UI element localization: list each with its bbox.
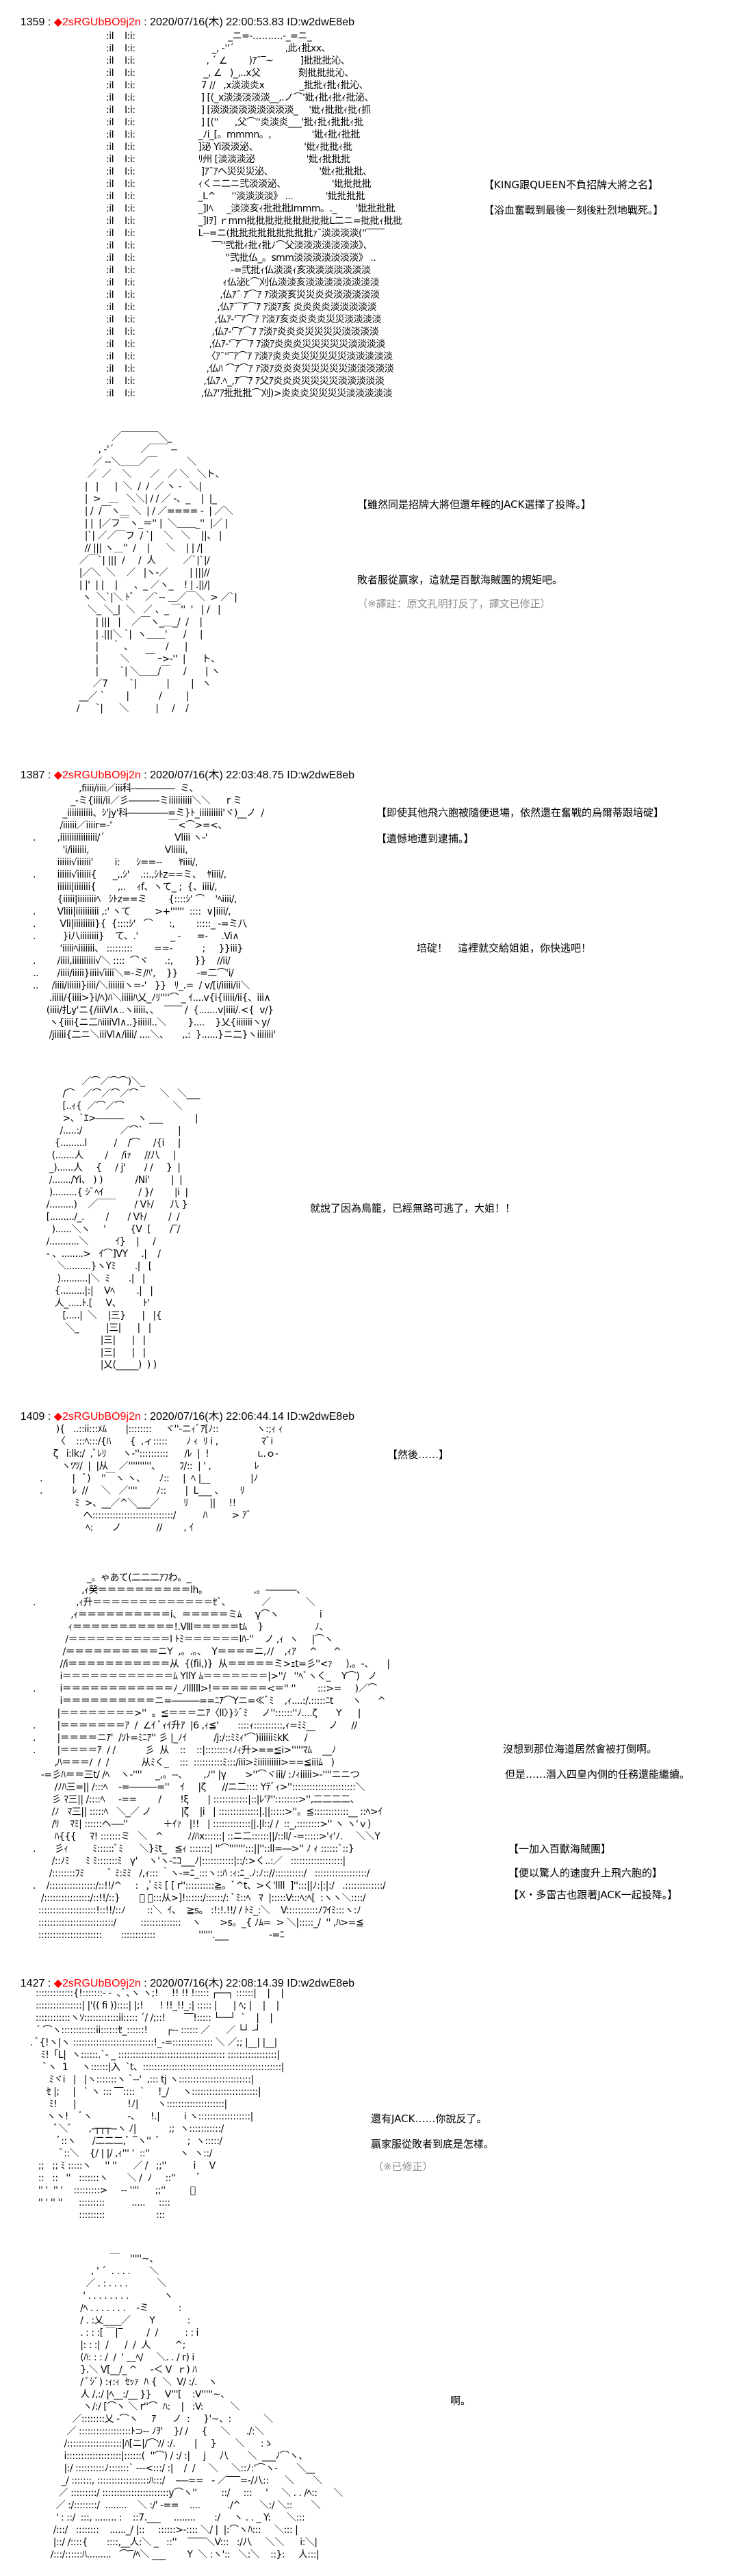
- dialogue-line: 培碇！ 這裡就交給姐姐，你快逃吧！: [417, 942, 592, 954]
- post-date: 2020/07/16(木) 22:00:53.83: [150, 16, 284, 28]
- post-date: 2020/07/16(木) 22:06:44.14: [150, 1411, 284, 1423]
- translator-note: （※譯註：原文孔明打反了，譯文已修正）: [357, 598, 551, 610]
- ascii-art-character: :::::::::::::{!:::::::- - ､ﾞ､ヽ ヽ;! !! !!…: [30, 1988, 285, 2221]
- tripcode: ◆2sRGUbBO9j2n: [53, 1411, 141, 1423]
- header-separator: :: [140, 1978, 151, 1989]
- header-separator: :: [44, 769, 54, 781]
- narration-caption: 【KING跟QUEEN不負招牌大將之名】: [484, 179, 659, 191]
- header-separator: :: [140, 1411, 151, 1423]
- post-id: ID:w2dwE8eb: [287, 1978, 354, 1989]
- header-separator: :: [44, 16, 54, 28]
- post-date: 2020/07/16(木) 22:08:14.39: [150, 1978, 284, 1989]
- post-id: ID:w2dwE8eb: [287, 1411, 354, 1423]
- header-separator: :: [140, 16, 151, 28]
- dialogue-line: 啊。: [450, 2395, 471, 2407]
- ascii-art-character: ){ ..::ii:::ﾒﾑ |:::::::: ヾ''‐ニｨﾞｱ[ﾉ:: ヽ:…: [40, 1424, 283, 1533]
- ascii-art-pillar: :iI I:i: :iI I:i: :iI I:i: :iI I:i: :iI …: [106, 31, 135, 399]
- narration-caption: 【雖然同是招牌大將但還年輕的JACK選擇了投降。】: [357, 498, 591, 511]
- dialogue-line: 但是……潛入四皇內側的任務還能繼續。: [505, 1768, 690, 1781]
- narration-caption: 【X・多雷古也跟著JACK一起投降。】: [508, 1889, 678, 1901]
- ascii-art-figure: _ニ=-‥‥‥‥‥-_=ニ_ _, -''´ ,此ｨ批xx、 , ´ ∠ )ｱ¯…: [198, 31, 402, 399]
- ascii-art-character: ￣ '''''~、 , ' ´ . . . . ＼ ／ . : . . . . …: [50, 2254, 343, 2560]
- post-number[interactable]: 1387: [20, 769, 45, 781]
- header-separator: :: [140, 769, 151, 781]
- post-number[interactable]: 1427: [20, 1978, 45, 1989]
- post-id: ID:w2dwE8eb: [287, 16, 354, 28]
- narration-caption: 【浴血奮戰到最後一刻後壯烈地戰死。】: [484, 204, 664, 216]
- ascii-art-face: ／￣￣￣￣＼_ , -'´ ／￣￣ ‐- ／ ‐-＼＿＿／￣ ＼ ／ ／ ＼ ／…: [76, 432, 237, 714]
- ascii-art-character: ,fiiii/iiii／iii科-‐―――― ミ、 _‐ミ{iiii/ii／彡―…: [33, 783, 276, 1041]
- tripcode: ◆2sRGUbBO9j2n: [53, 1978, 141, 1989]
- dialogue-line: 沒想到那位海道居然會被打倒啊。: [503, 1743, 658, 1755]
- narration-caption: 【一加入百獸海賊團】: [508, 1843, 612, 1855]
- post-header: 1427 : ◆2sRGUbBO9j2n : 2020/07/16(木) 22:…: [8, 1965, 354, 1989]
- post-header: 1409 : ◆2sRGUbBO9j2n : 2020/07/16(木) 22:…: [8, 1399, 354, 1423]
- narration-caption: 【遺憾地遭到逮捕。】: [376, 832, 474, 845]
- narration-caption: 【即使其他飛六胞被隨便退場，依然還在奮戰的烏爾蒂跟培碇】: [376, 806, 664, 819]
- post-header: 1387 : ◆2sRGUbBO9j2n : 2020/07/16(木) 22:…: [8, 757, 354, 781]
- post-id: ID:w2dwE8eb: [287, 769, 354, 781]
- post-date: 2020/07/16(木) 22:03:48.75: [150, 769, 284, 781]
- dialogue-line: 敗者服從贏家，這就是百獸海賊團的規矩吧。: [357, 574, 563, 586]
- header-separator: :: [44, 1411, 54, 1423]
- header-separator: :: [44, 1978, 54, 1989]
- post-number[interactable]: 1409: [20, 1411, 45, 1423]
- tripcode: ◆2sRGUbBO9j2n: [53, 16, 141, 28]
- translator-note: （※已修正）: [373, 2160, 433, 2173]
- dialogue-line: 就說了因為鳥籠，已經無路可逃了，大姐！！: [310, 1202, 516, 1214]
- narration-caption: 【便以驚人的速度升上飛六胞的】: [508, 1867, 663, 1879]
- tripcode: ◆2sRGUbBO9j2n: [53, 769, 141, 781]
- post-header: 1359 : ◆2sRGUbBO9j2n : 2020/07/16(木) 22:…: [8, 4, 354, 28]
- ascii-art-character: ／⌒／⌒⌒)＼_ /⌒ ／⌒／⌒／⌒ ＼ ＼___ [..ｨ{ ／⌒／⌒ ＼ >…: [46, 1076, 200, 1370]
- post-number[interactable]: 1359: [20, 16, 45, 28]
- dialogue-line: 贏家服從敗者到底是怎樣。: [371, 2138, 495, 2150]
- dialogue-line: 還有JACK……你說反了。: [371, 2113, 487, 2125]
- narration-caption: 【然後……】: [387, 1449, 450, 1461]
- ascii-art-character: _。ゃあて(二二二ｱﾌわ。_ ,ｨ癸＝＝＝＝＝＝＝＝＝＝lh。 ,。-―――、 …: [33, 1572, 390, 1941]
